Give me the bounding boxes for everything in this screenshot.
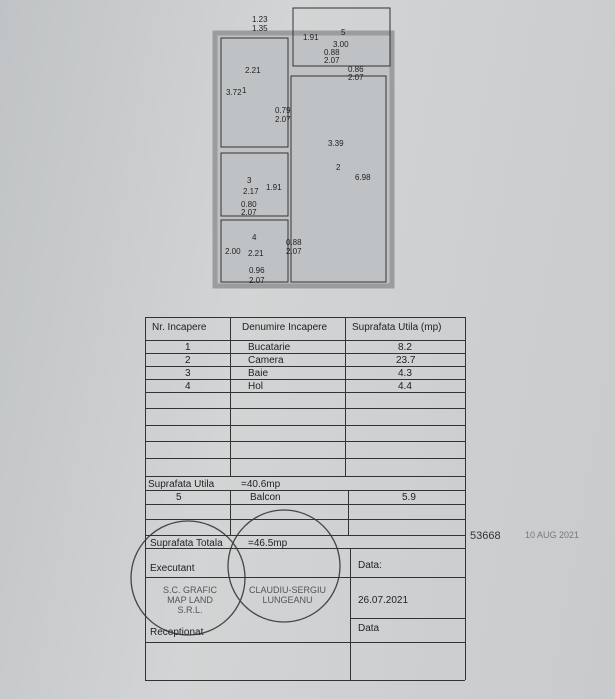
svg-text:2.17: 2.17 (243, 187, 259, 196)
registration-date: 10 AUG 2021 (525, 530, 580, 540)
row2-area: 23.7 (396, 355, 416, 366)
svg-text:2.07: 2.07 (324, 56, 340, 65)
svg-text:2.07: 2.07 (249, 276, 265, 285)
svg-text:4: 4 (252, 233, 257, 242)
row3-name: Baie (248, 368, 269, 379)
person-stamp-text: CLAUDIU-SERGIU LUNGEANU (248, 585, 326, 605)
svg-text:2.21: 2.21 (248, 249, 264, 258)
util-label: Suprafata Utila (148, 479, 215, 490)
svg-text:0.96: 0.96 (249, 266, 265, 275)
header-suprafata: Suprafata Utila (mp) (352, 322, 442, 333)
company-stamp-text: S.C. GRAFIC MAP LAND S.R.L. (162, 585, 217, 615)
row2-nr: 2 (185, 355, 191, 366)
row1-area: 8.2 (398, 342, 412, 353)
svg-text:5: 5 (341, 28, 346, 37)
svg-text:3.39: 3.39 (328, 139, 344, 148)
balcon-area: 5.9 (402, 492, 416, 503)
header-denumire: Denumire Incapere (242, 322, 328, 333)
util-value: =40.6mp (241, 479, 281, 490)
svg-text:0.86: 0.86 (348, 65, 364, 74)
svg-text:0.80: 0.80 (241, 200, 257, 209)
total-label: Suprafata Totala (150, 538, 223, 549)
data-label-1: Data: (358, 560, 382, 571)
svg-text:3.72: 3.72 (226, 88, 242, 97)
svg-text:3: 3 (247, 176, 252, 185)
svg-text:2.00: 2.00 (225, 247, 241, 256)
svg-text:2.07: 2.07 (286, 247, 302, 256)
svg-text:2.07: 2.07 (348, 73, 364, 82)
row3-nr: 3 (185, 368, 191, 379)
receptionat-label: Receptionat (150, 627, 204, 638)
row1-nr: 1 (185, 342, 191, 353)
row2-name: Camera (248, 355, 284, 366)
balcon-nr: 5 (176, 492, 182, 503)
stamps (130, 509, 341, 636)
balcon-name: Balcon (250, 492, 281, 503)
row4-name: Hol (248, 381, 264, 392)
svg-text:2: 2 (336, 163, 341, 172)
svg-text:0.88: 0.88 (324, 48, 340, 57)
header-nr: Nr. Incapere (152, 322, 207, 333)
svg-text:1.35: 1.35 (252, 24, 268, 33)
data-label-2: Data (358, 623, 380, 634)
svg-text:2.07: 2.07 (241, 208, 257, 217)
svg-text:3.00: 3.00 (333, 40, 349, 49)
row4-nr: 4 (185, 381, 191, 392)
executant-label: Executant (150, 563, 195, 574)
row1-name: Bucatarie (248, 342, 291, 353)
svg-text:0.79: 0.79 (275, 106, 291, 115)
svg-text:2.21: 2.21 (245, 66, 261, 75)
registration-number: 53668 (470, 530, 501, 542)
row3-area: 4.3 (398, 368, 412, 379)
svg-text:1: 1 (242, 86, 247, 95)
svg-text:1.91: 1.91 (303, 33, 319, 42)
total-value: =46.5mp (248, 538, 288, 549)
row4-area: 4.4 (398, 381, 412, 392)
svg-text:2.07: 2.07 (275, 115, 291, 124)
svg-text:6.98: 6.98 (355, 173, 371, 182)
svg-text:0.88: 0.88 (286, 238, 302, 247)
svg-text:1.91: 1.91 (266, 183, 282, 192)
date-value: 26.07.2021 (358, 595, 409, 606)
svg-text:1.23: 1.23 (252, 15, 268, 24)
